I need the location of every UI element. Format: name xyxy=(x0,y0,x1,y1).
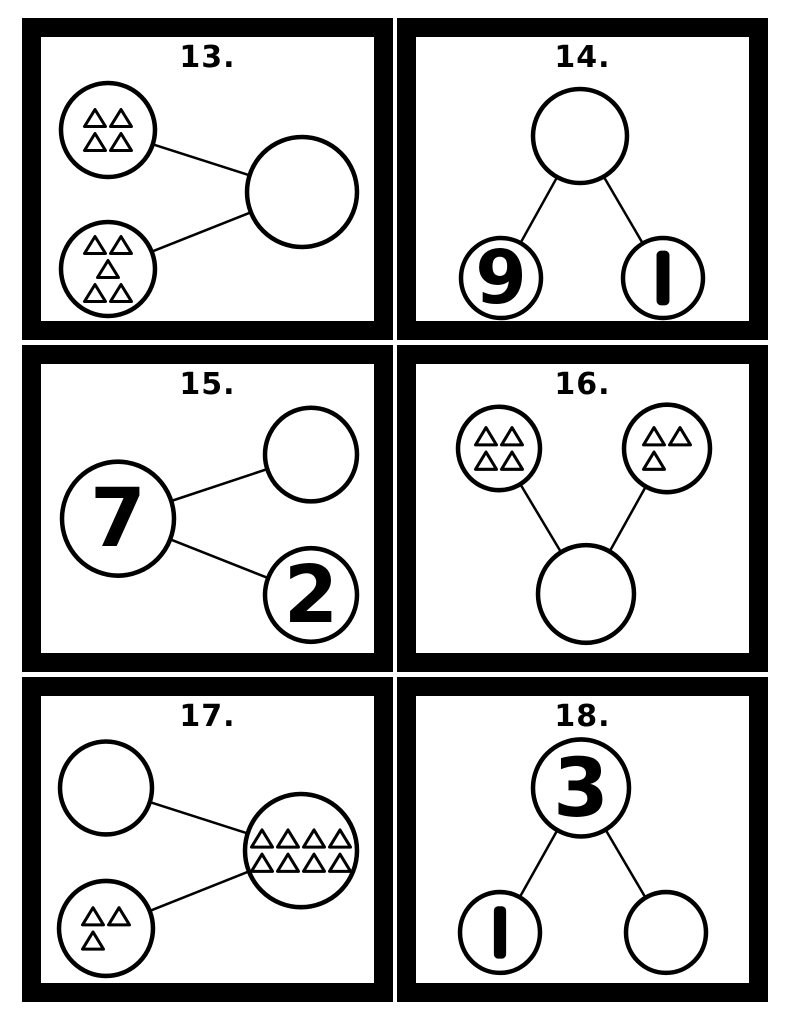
triangle-icon xyxy=(474,450,498,471)
bond-number-one-glyph xyxy=(493,906,507,959)
bond-link-line xyxy=(149,870,250,913)
triangle-icon xyxy=(83,132,107,152)
bond-part-circle-empty xyxy=(623,889,709,976)
card-number-label: 17. xyxy=(179,699,236,734)
triangle-icon xyxy=(109,108,133,128)
bond-number: 7 xyxy=(90,471,146,566)
triangle-icon xyxy=(250,828,274,849)
triangle-icon xyxy=(83,235,107,255)
bond-part-circle-empty xyxy=(57,739,155,837)
triangle-icon xyxy=(500,450,524,471)
card-16: 16. xyxy=(397,345,768,672)
bond-link-line xyxy=(519,483,563,553)
bond-part-circle-triangles xyxy=(58,80,158,180)
number-bond-diagram: 9 xyxy=(458,86,706,321)
bond-number: 2 xyxy=(284,549,338,642)
bond-whole-circle-empty xyxy=(535,542,637,646)
bond-part-circle-number xyxy=(458,235,544,321)
bond-link-line xyxy=(152,143,250,177)
card-number-label: 18. xyxy=(554,699,611,734)
card-number-label: 15. xyxy=(179,367,236,402)
bond-number: 9 xyxy=(475,235,527,321)
bond-whole-circle-empty xyxy=(530,86,630,186)
triangle-icon xyxy=(83,108,107,128)
triangle-icon xyxy=(500,426,524,447)
triangle-icon xyxy=(250,852,274,873)
card-18: 18. 3 xyxy=(397,677,768,1002)
triangle-icon xyxy=(276,828,300,849)
bond-whole-circle-triangles xyxy=(242,791,360,910)
bond-number: 3 xyxy=(553,741,609,835)
bond-number-one-glyph xyxy=(656,250,670,306)
bond-part-circle-number xyxy=(262,545,360,645)
triangle-icon xyxy=(302,852,326,873)
triangle-icon xyxy=(96,259,120,279)
bond-part-circle-triangles xyxy=(621,402,713,495)
bond-part-circle-triangles xyxy=(56,878,156,979)
triangle-icon xyxy=(302,828,326,849)
card-17: 17. xyxy=(22,677,393,1002)
number-bond-diagram xyxy=(58,80,360,319)
triangle-icon xyxy=(81,906,105,927)
bond-link-line xyxy=(169,538,269,580)
card-number-label: 13. xyxy=(179,40,236,75)
triangle-icon xyxy=(109,283,133,303)
bond-link-line xyxy=(149,800,249,835)
bond-part-circle-empty xyxy=(262,405,360,504)
triangle-icon xyxy=(107,906,131,927)
bond-whole-circle-number xyxy=(530,737,632,839)
number-bond-diagram xyxy=(56,739,360,979)
bond-link-line xyxy=(518,829,559,898)
triangle-icon xyxy=(668,426,692,447)
number-bond-diagram: 3 xyxy=(457,737,709,976)
bond-link-line xyxy=(604,829,647,899)
triangle-icon xyxy=(109,235,133,255)
number-bond-diagram xyxy=(455,402,713,646)
card-number-label: 16. xyxy=(554,367,611,402)
triangle-icon xyxy=(328,852,352,873)
triangle-icon xyxy=(642,426,666,447)
triangle-icon xyxy=(474,426,498,447)
card-13: 13. xyxy=(22,18,393,340)
triangle-icon xyxy=(81,930,105,951)
triangle-icon xyxy=(642,450,666,471)
card-number-label: 14. xyxy=(554,40,611,75)
bond-whole-circle-number xyxy=(59,459,177,578)
bond-link-line xyxy=(602,175,644,245)
bond-link-line xyxy=(170,467,268,503)
bond-link-line xyxy=(151,211,252,253)
triangle-icon xyxy=(276,852,300,873)
bond-part-circle-triangles xyxy=(455,404,543,493)
triangle-icon xyxy=(109,132,133,152)
number-bond-diagram: 72 xyxy=(59,405,360,645)
bond-link-line xyxy=(608,485,647,553)
triangle-icon xyxy=(328,828,352,849)
triangle-icon xyxy=(83,283,107,303)
bond-whole-circle-empty xyxy=(244,134,360,250)
card-14: 14. 9 xyxy=(397,18,768,340)
bond-link-line xyxy=(519,176,559,244)
